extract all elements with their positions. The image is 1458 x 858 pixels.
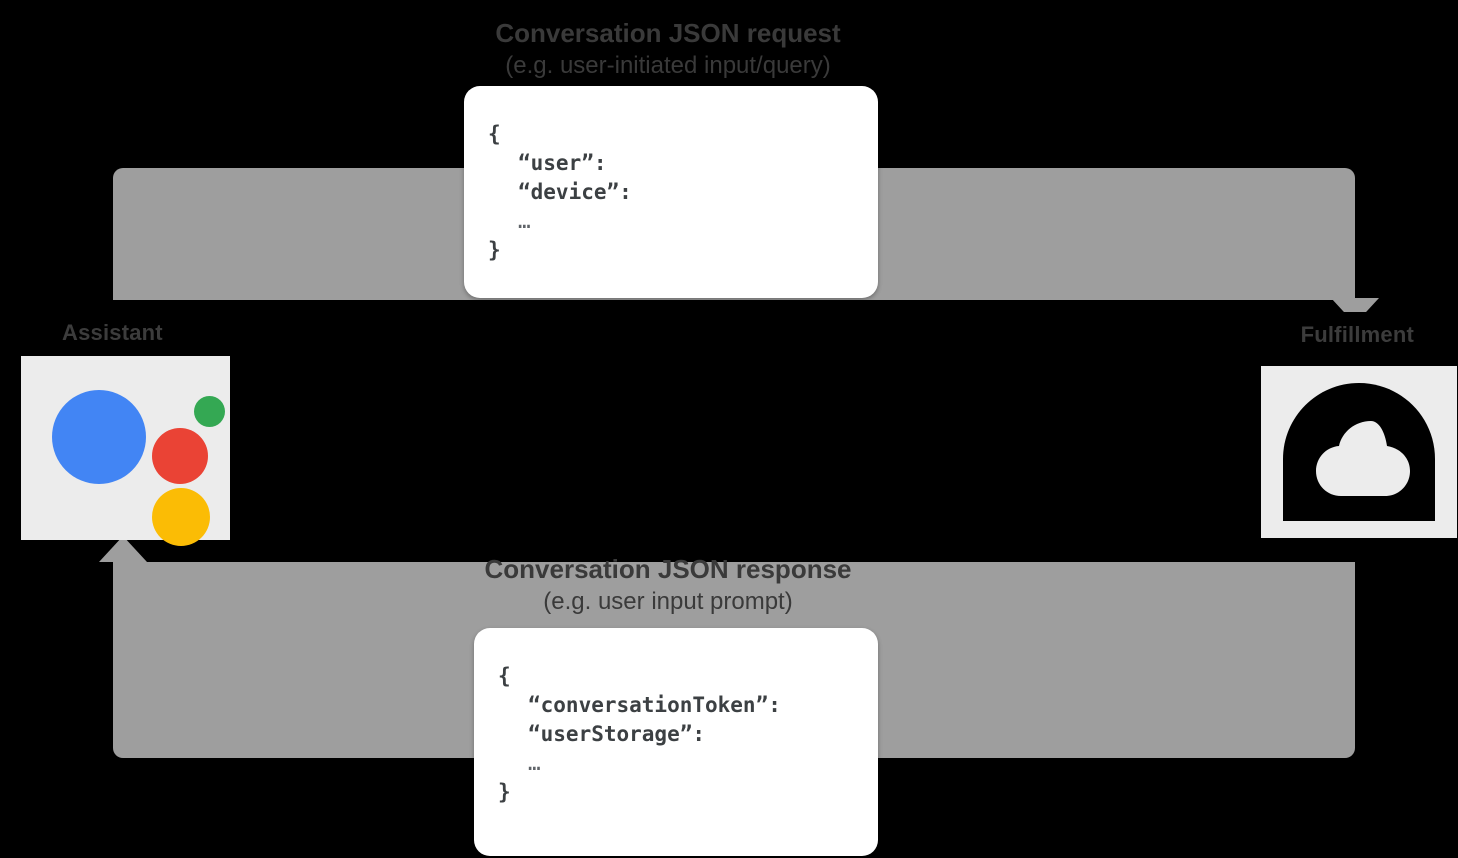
response-json-line-conversation-token: “conversationToken”: xyxy=(528,693,781,717)
blue-dot-icon xyxy=(51,390,146,484)
red-dot-icon xyxy=(151,428,208,484)
request-json-line-device: “device”: xyxy=(518,180,632,204)
response-json-line-user-storage: “userStorage”: xyxy=(528,722,706,746)
response-arrow-head-icon xyxy=(99,536,147,562)
node-assistant[interactable] xyxy=(21,356,230,546)
request-json-ellipsis: … xyxy=(518,209,533,233)
request-flow-title: Conversation JSON request xyxy=(495,18,841,48)
request-flow-subtitle: (e.g. user-initiated input/query) xyxy=(505,52,831,79)
request-json-open: { xyxy=(488,122,501,146)
node-fulfillment[interactable] xyxy=(1261,366,1457,538)
node-fulfillment-caption: Fulfillment xyxy=(1300,322,1414,347)
request-flow-label: Conversation JSON request (e.g. user-ini… xyxy=(298,16,1038,82)
green-dot-icon xyxy=(193,396,225,427)
response-flow-label: Conversation JSON response (e.g. user in… xyxy=(298,552,1038,618)
cloud-dome-icon xyxy=(1283,383,1435,521)
request-json-card: { “user”: “device”: … } xyxy=(464,86,878,298)
node-assistant-caption: Assistant xyxy=(62,320,163,345)
yellow-dot-icon xyxy=(151,488,210,546)
request-json-line-user: “user”: xyxy=(518,151,607,175)
center-band xyxy=(0,312,1458,540)
request-json-close: } xyxy=(488,238,501,262)
google-assistant-logo-icon xyxy=(36,368,225,546)
response-json-card: { “conversationToken”: “userStorage”: … … xyxy=(474,628,878,856)
response-json-ellipsis: … xyxy=(528,751,543,775)
response-json-open: { xyxy=(498,664,511,688)
response-json-close: } xyxy=(498,780,511,804)
response-flow-subtitle: (e.g. user input prompt) xyxy=(543,588,793,615)
response-flow-title: Conversation JSON response xyxy=(484,554,852,584)
